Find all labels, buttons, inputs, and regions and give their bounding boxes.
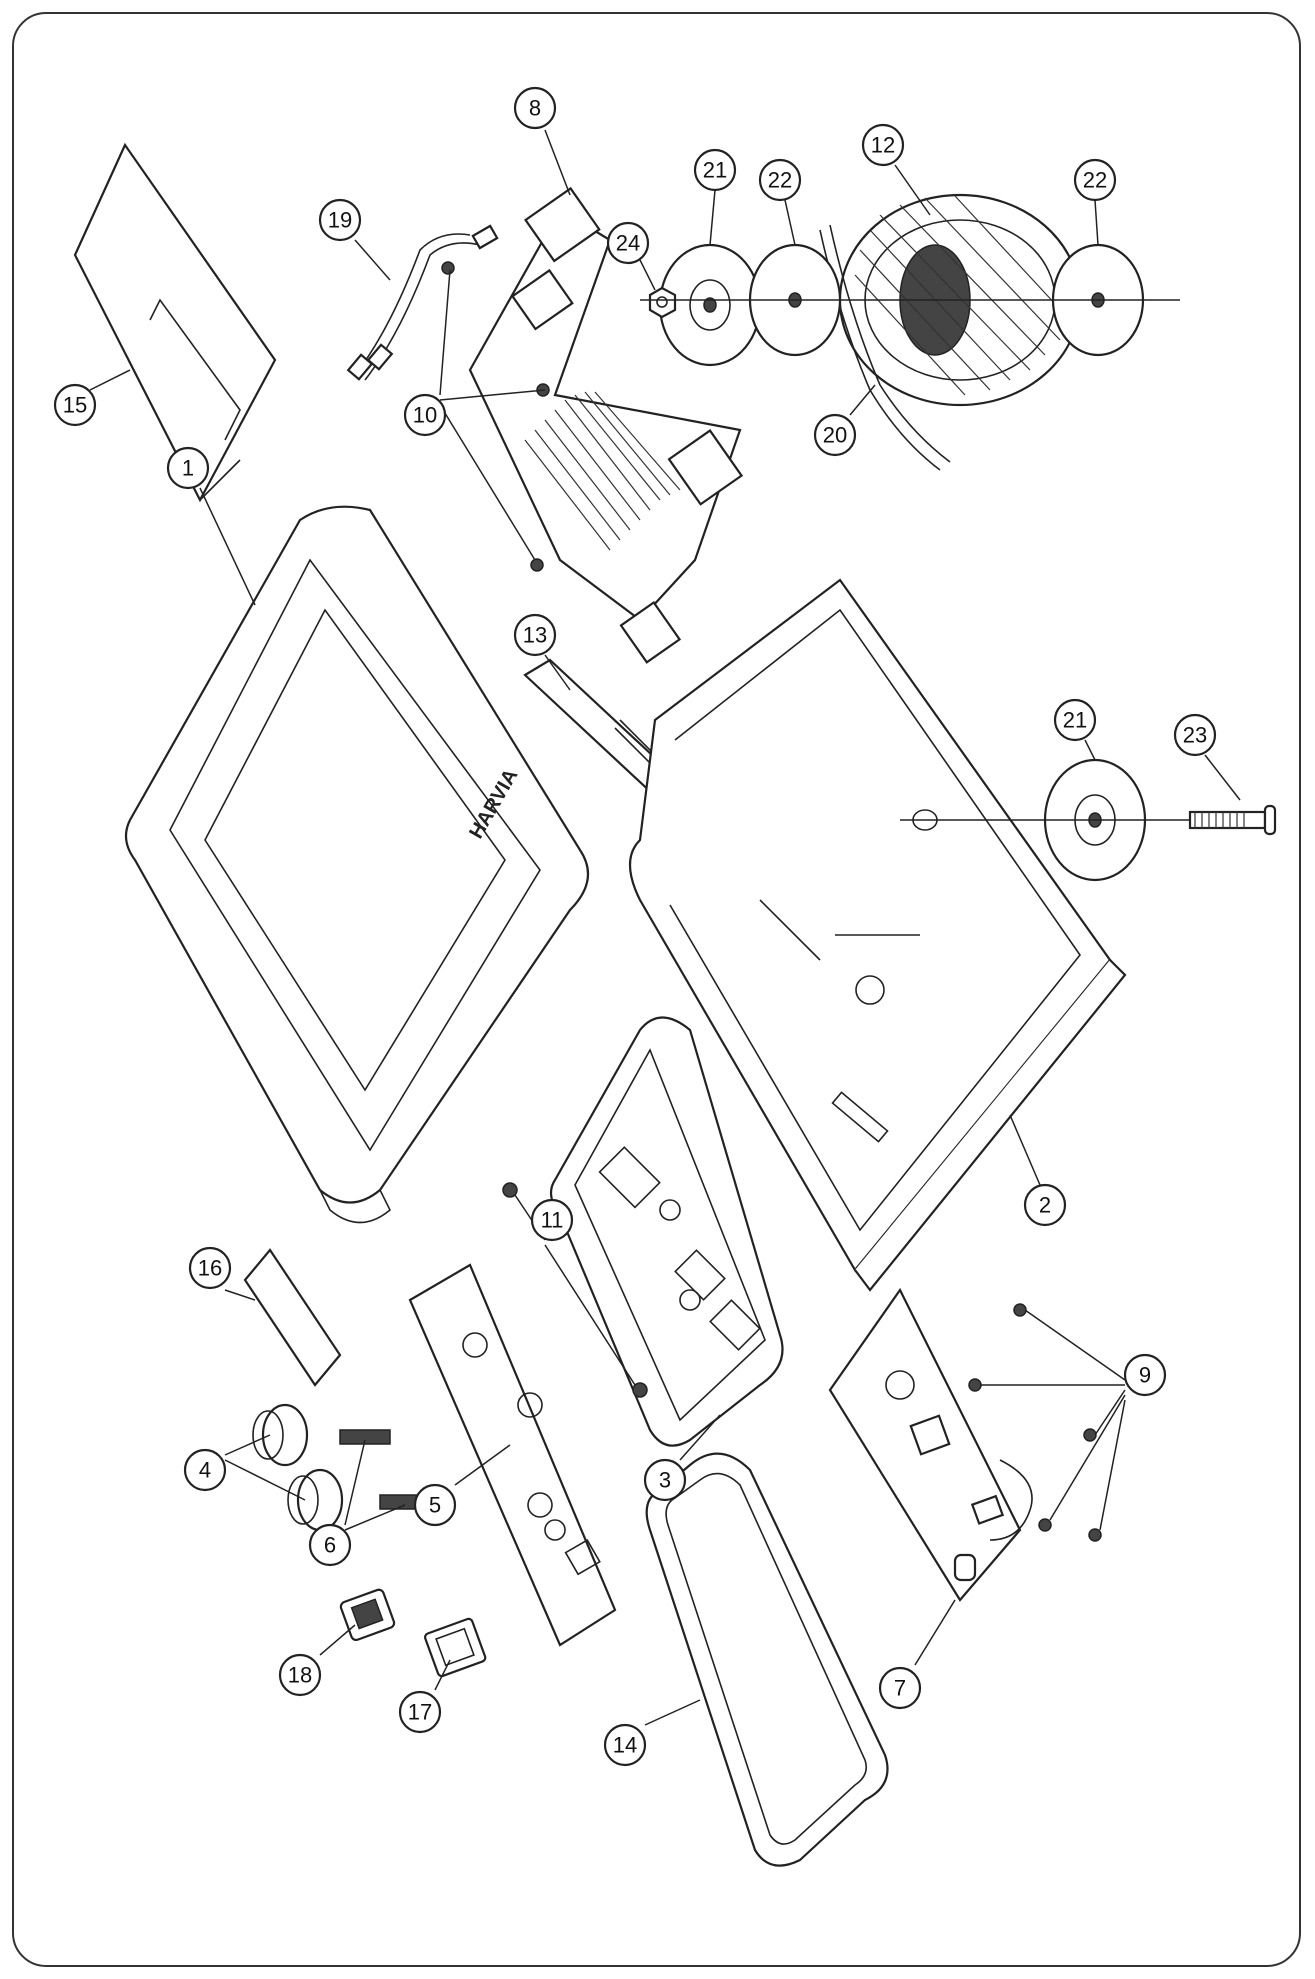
main-control-board bbox=[468, 186, 744, 664]
callout-15: 15 bbox=[53, 383, 97, 427]
nut-24 bbox=[648, 286, 677, 319]
control-pcb bbox=[828, 1287, 1033, 1602]
diagram-frame bbox=[12, 12, 1301, 1967]
callout-17: 17 bbox=[398, 1690, 442, 1734]
svg-text:12: 12 bbox=[871, 133, 895, 158]
gasket bbox=[645, 1452, 889, 1867]
wire-harness bbox=[346, 224, 499, 381]
svg-text:3: 3 bbox=[659, 1468, 671, 1493]
svg-text:18: 18 bbox=[288, 1663, 312, 1688]
base-housing bbox=[629, 578, 1127, 1292]
svg-text:21: 21 bbox=[1063, 708, 1087, 733]
callout-13: 13 bbox=[513, 613, 557, 657]
callout-21-top: 21 bbox=[693, 148, 737, 192]
callout-1: 1 bbox=[166, 446, 210, 490]
svg-text:17: 17 bbox=[408, 1700, 432, 1725]
svg-text:7: 7 bbox=[894, 1676, 906, 1701]
svg-text:19: 19 bbox=[328, 208, 352, 233]
svg-text:23: 23 bbox=[1183, 723, 1207, 748]
small-label bbox=[243, 1248, 342, 1387]
svg-text:10: 10 bbox=[413, 403, 437, 428]
svg-text:15: 15 bbox=[63, 393, 87, 418]
svg-text:9: 9 bbox=[1139, 1363, 1151, 1388]
callout-22-right: 22 bbox=[1073, 158, 1117, 202]
rocker-switch bbox=[424, 1617, 487, 1678]
callout-7: 7 bbox=[878, 1666, 922, 1710]
callout-23: 23 bbox=[1173, 713, 1217, 757]
svg-text:14: 14 bbox=[613, 1733, 637, 1758]
callout-14: 14 bbox=[603, 1723, 647, 1767]
svg-text:2: 2 bbox=[1039, 1193, 1051, 1218]
instruction-sheet bbox=[73, 142, 277, 503]
svg-text:21: 21 bbox=[703, 158, 727, 183]
front-label-plate bbox=[408, 1263, 617, 1647]
svg-text:20: 20 bbox=[823, 423, 847, 448]
svg-text:1: 1 bbox=[182, 456, 194, 481]
callout-3: 3 bbox=[643, 1458, 687, 1502]
leader-lines bbox=[89, 129, 1241, 1726]
callout-2: 2 bbox=[1023, 1183, 1067, 1227]
svg-text:13: 13 bbox=[523, 623, 547, 648]
callout-21-bottom: 21 bbox=[1053, 698, 1097, 742]
svg-text:16: 16 bbox=[198, 1256, 222, 1281]
callout-11: 11 bbox=[530, 1198, 574, 1242]
svg-text:6: 6 bbox=[324, 1533, 336, 1558]
callout-18: 18 bbox=[278, 1653, 322, 1697]
callout-6: 6 bbox=[308, 1523, 352, 1567]
svg-text:5: 5 bbox=[429, 1493, 441, 1518]
svg-text:22: 22 bbox=[1083, 168, 1107, 193]
screws bbox=[441, 261, 1102, 1542]
svg-text:11: 11 bbox=[541, 1208, 564, 1233]
svg-text:8: 8 bbox=[529, 96, 541, 121]
callout-12: 12 bbox=[861, 123, 905, 167]
lid-cover: HARVIA bbox=[124, 505, 590, 1224]
callout-16: 16 bbox=[188, 1246, 232, 1290]
callout-19: 19 bbox=[318, 198, 362, 242]
knob-lower bbox=[287, 1468, 344, 1532]
callout-10: 10 bbox=[403, 393, 447, 437]
switch-cover bbox=[339, 1588, 396, 1642]
svg-text:22: 22 bbox=[768, 168, 792, 193]
callout-20: 20 bbox=[813, 413, 857, 457]
callout-24: 24 bbox=[606, 221, 650, 265]
callout-22-top: 22 bbox=[758, 158, 802, 202]
bolt-23 bbox=[1188, 804, 1277, 836]
callout-9: 9 bbox=[1123, 1353, 1167, 1397]
callout-8: 8 bbox=[513, 86, 557, 130]
knob-upper bbox=[252, 1403, 309, 1467]
svg-text:24: 24 bbox=[616, 231, 640, 256]
svg-text:4: 4 bbox=[199, 1458, 211, 1483]
callout-5: 5 bbox=[413, 1483, 457, 1527]
callout-4: 4 bbox=[183, 1448, 227, 1492]
